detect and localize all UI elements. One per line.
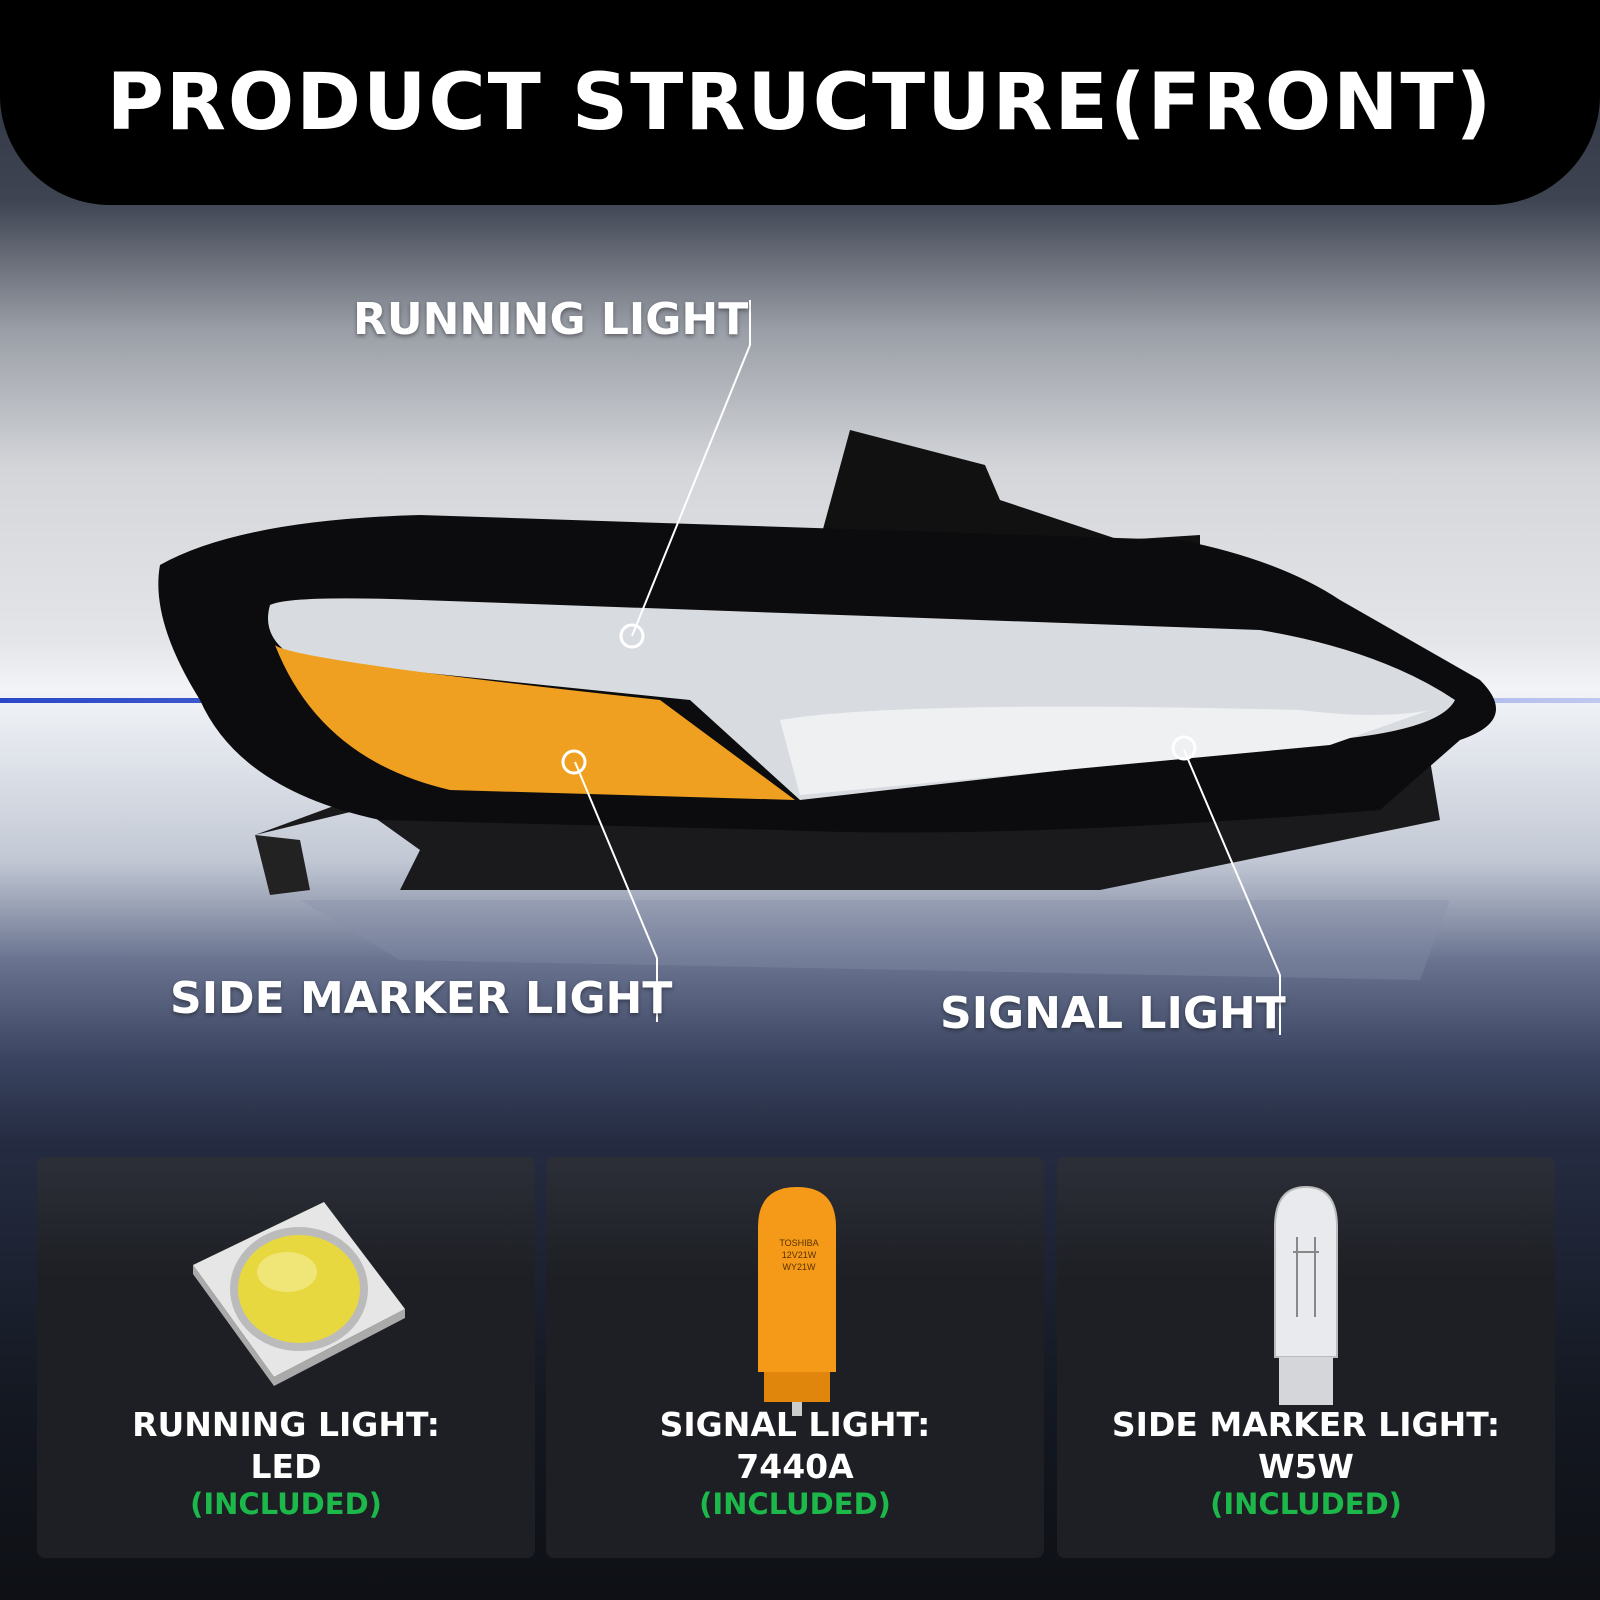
page-title: PRODUCT STRUCTURE(FRONT)	[106, 57, 1494, 148]
signal-lens	[780, 706, 1430, 795]
card-name: SIGNAL LIGHT:	[659, 1405, 931, 1444]
card-type: W5W	[1258, 1447, 1354, 1486]
included-status: (INCLUDED)	[1210, 1487, 1402, 1521]
running-light-label: RUNNING LIGHT	[353, 294, 749, 345]
card-type: 7440A	[736, 1447, 854, 1486]
signal-callout-line	[1183, 749, 1281, 1035]
running-dot	[619, 623, 645, 649]
amber-bulb-icon	[758, 1187, 836, 1416]
included-status: (INCLUDED)	[190, 1487, 382, 1521]
running-callout-line	[631, 300, 751, 637]
title-banner: PRODUCT STRUCTURE(FRONT)	[0, 0, 1600, 205]
amber-marker-lens	[275, 645, 795, 800]
card-side-marker-light: SIDE MARKER LIGHT: W5W (INCLUDED)	[1057, 1157, 1555, 1558]
side-marker-callout-line	[574, 761, 658, 1022]
led-chip-icon	[193, 1202, 405, 1386]
side-marker-light-label: SIDE MARKER LIGHT	[170, 973, 673, 1024]
w5w-bulb-icon	[1274, 1185, 1338, 1405]
card-type: LED	[250, 1447, 322, 1486]
signal-light-label: SIGNAL LIGHT	[940, 988, 1286, 1039]
included-status: (INCLUDED)	[699, 1487, 891, 1521]
side-marker-dot	[561, 749, 587, 775]
tab	[255, 835, 310, 895]
reflection	[300, 900, 1450, 980]
card-name: RUNNING LIGHT:	[132, 1405, 440, 1444]
card-running-light: RUNNING LIGHT: LED (INCLUDED)	[37, 1157, 535, 1558]
signal-dot	[1171, 735, 1197, 761]
card-signal-light: TOSHIBA 12V21W WY21W SIGNAL LIGHT: 7440A…	[546, 1157, 1044, 1558]
card-name: SIDE MARKER LIGHT:	[1111, 1405, 1501, 1444]
mount-bracket	[820, 430, 1200, 560]
bulb-lettering: TOSHIBA 12V21W WY21W	[779, 1238, 819, 1272]
headlight-illustration	[158, 300, 1496, 1035]
